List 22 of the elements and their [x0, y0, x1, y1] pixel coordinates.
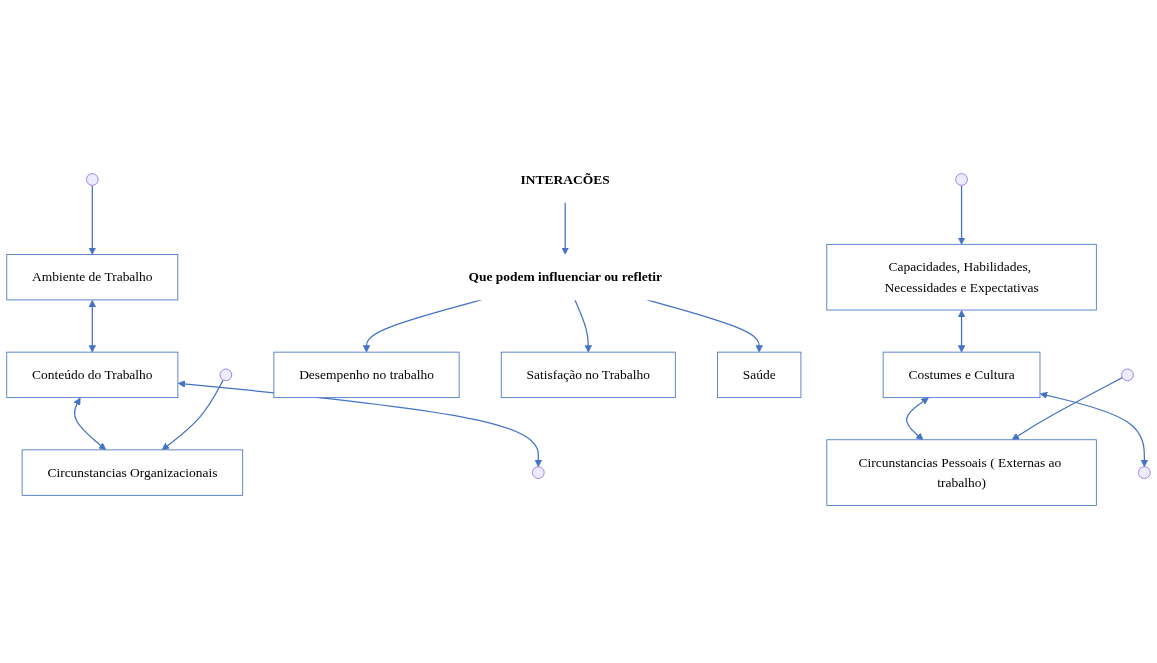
arrow [905, 397, 929, 441]
node-box: Ambiente de Trabalho [6, 254, 179, 301]
node-box: Desempenho no trabalho [273, 352, 460, 399]
arrow [1040, 392, 1149, 468]
node-text: INTERACÕES [520, 172, 610, 187]
node-box: Satisfação no Trabalho [500, 352, 676, 399]
node-text: Que podem influenciar ou refletir [468, 270, 662, 285]
arrow [73, 398, 107, 451]
arrow [161, 379, 224, 451]
node-box: Circunstancias Organizacionais [21, 449, 244, 497]
arrow [574, 299, 592, 353]
node-box: Saúde [717, 352, 802, 399]
arrow [561, 202, 569, 256]
node-box: Costumes e Cultura [882, 352, 1041, 399]
node-box: Circunstancias Pessoais ( Externas ao trabalho) [826, 439, 1097, 507]
node-box: Conteúdo do Trabalho [6, 352, 179, 399]
arrow [1011, 377, 1123, 441]
arrow [957, 310, 966, 353]
node-box: Capacidades, Habilidades, Necessidades e Expectativas [826, 244, 1097, 311]
arrow [957, 185, 966, 246]
arrow [88, 300, 96, 353]
arrow [88, 185, 96, 256]
